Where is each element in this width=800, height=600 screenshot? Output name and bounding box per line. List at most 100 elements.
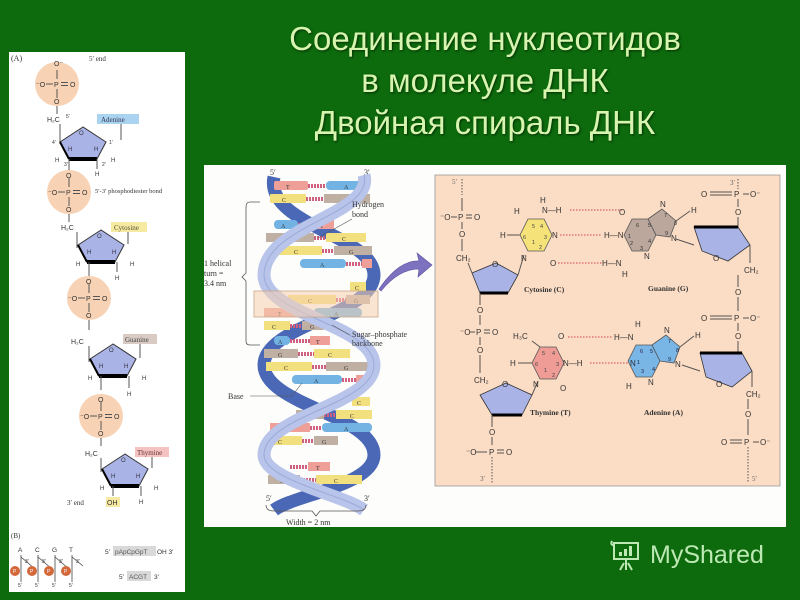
adenine-label-box	[97, 114, 139, 124]
svg-text:H: H	[76, 262, 80, 268]
svg-text:OH: OH	[107, 500, 118, 507]
svg-text:C: C	[328, 353, 332, 359]
svg-text:3′: 3′	[25, 559, 29, 565]
svg-text:C: C	[334, 479, 338, 485]
zoom-arrow-icon	[378, 252, 433, 292]
svg-text:P: P	[734, 314, 739, 323]
svg-text:H₂C: H₂C	[71, 339, 84, 346]
svg-text:5′: 5′	[752, 475, 758, 483]
cytosine-label-box	[111, 222, 147, 232]
svg-text:N: N	[675, 360, 681, 369]
svg-text:9: 9	[668, 357, 671, 363]
svg-text:O⁻: O⁻	[750, 190, 760, 199]
title-line-3: Двойная спираль ДНК	[314, 104, 656, 141]
svg-text:5′: 5′	[52, 583, 56, 589]
backbone-label: Sugar–phosphate	[352, 330, 408, 339]
svg-text:5′: 5′	[266, 494, 272, 503]
svg-text:O: O	[459, 230, 465, 239]
svg-text:G: G	[52, 547, 57, 554]
svg-text:O: O	[70, 82, 76, 89]
svg-text:3′: 3′	[59, 559, 63, 565]
svg-text:H: H	[127, 392, 131, 398]
svg-text:O: O	[97, 234, 102, 240]
thymine-label: Thymine	[137, 449, 162, 457]
svg-text:P: P	[458, 213, 463, 222]
svg-text:5′: 5′	[452, 178, 458, 186]
svg-text:P: P	[489, 448, 494, 457]
svg-text:O: O	[102, 296, 108, 303]
svg-text:N: N	[660, 200, 666, 209]
svg-text:3′: 3′	[76, 559, 80, 565]
svg-text:H: H	[691, 206, 697, 215]
svg-text:N: N	[664, 326, 670, 335]
svg-text:A: A	[18, 547, 23, 554]
svg-text:⁻O: ⁻O	[68, 296, 78, 303]
svg-text:5′: 5′	[69, 583, 73, 589]
svg-text:C: C	[272, 325, 276, 331]
thymine-label: Thymine (T)	[530, 408, 571, 417]
svg-text:P: P	[13, 569, 17, 575]
base-label: Base	[228, 392, 244, 401]
svg-text:5′: 5′	[35, 583, 39, 589]
svg-text:P: P	[476, 328, 481, 337]
svg-text:1: 1	[544, 368, 547, 374]
svg-text:H: H	[500, 231, 506, 240]
svg-text:H: H	[68, 147, 72, 153]
svg-text:⁻O: ⁻O	[466, 448, 476, 457]
svg-text:O: O	[66, 173, 72, 180]
svg-text:O: O	[713, 254, 719, 263]
svg-text:H: H	[626, 382, 632, 391]
cytosine-label: Cytosine (C)	[524, 285, 565, 294]
svg-text:H: H	[111, 474, 115, 480]
svg-text:O: O	[701, 314, 707, 323]
slide-title: Соединение нуклеотидов в молекуле ДНК Дв…	[215, 18, 755, 144]
svg-text:O: O	[560, 384, 566, 393]
svg-text:A: A	[344, 427, 349, 433]
svg-text:A: A	[278, 340, 283, 346]
svg-text:O: O	[735, 332, 741, 341]
hydrogen-bond-label: Hydrogen	[352, 200, 384, 209]
svg-text:5: 5	[542, 351, 545, 357]
svg-text:8: 8	[674, 221, 677, 227]
svg-text:O: O	[66, 207, 72, 214]
svg-text:G: G	[322, 440, 327, 446]
svg-text:H₂C: H₂C	[85, 451, 98, 458]
svg-text:O: O	[716, 380, 722, 389]
svg-text:C: C	[282, 198, 286, 204]
guanine-label-box	[123, 334, 157, 344]
svg-text:3: 3	[641, 369, 644, 375]
svg-text:O: O	[506, 448, 512, 457]
svg-text:N—H: N—H	[563, 359, 583, 368]
watermark-text: MyShared	[650, 540, 764, 569]
svg-text:O: O	[474, 213, 480, 222]
svg-text:H: H	[154, 486, 158, 492]
svg-text:2: 2	[630, 241, 633, 247]
svg-text:1: 1	[628, 234, 631, 240]
svg-text:5: 5	[650, 349, 653, 355]
svg-text:3′: 3′	[730, 179, 736, 187]
svg-text:backbone: backbone	[352, 339, 383, 348]
svg-text:9: 9	[665, 231, 668, 237]
svg-text:O: O	[721, 438, 727, 447]
panel-a-label: (A)	[11, 54, 22, 63]
svg-text:O: O	[114, 414, 120, 421]
svg-text:⁻O: ⁻O	[440, 213, 450, 222]
svg-text:H—N: H—N	[602, 259, 622, 268]
svg-text:H₂C: H₂C	[61, 225, 74, 232]
svg-text:O: O	[109, 348, 114, 354]
svg-text:CH₂: CH₂	[746, 390, 761, 399]
presentation-board-icon	[610, 540, 639, 571]
svg-text:6: 6	[523, 235, 526, 241]
svg-text:C: C	[35, 547, 40, 554]
svg-text:P: P	[66, 190, 71, 197]
schematic-strand: A C G T 3′ 3′ 3′ 3′ P P P P 5′ 5′ 5′ 5′	[10, 547, 84, 589]
svg-text:O: O	[558, 332, 564, 341]
svg-text:H: H	[130, 262, 134, 268]
svg-text:H: H	[111, 158, 115, 164]
guanine-label: Guanine	[125, 336, 149, 344]
svg-text:C: C	[350, 414, 354, 420]
nucleotide-chain-figure: (A) 5′ end O⁻ ⁻O P O O H₂C 5′ Adenine O …	[9, 52, 185, 592]
svg-text:3′: 3′	[364, 494, 370, 503]
double-helix-svg: 5′ 3′ TA CG AT GC CG A C CG TA CG AT GC …	[204, 168, 781, 527]
sequence-notation-long: 5′ pApCpGpT OH 3′	[105, 546, 174, 556]
